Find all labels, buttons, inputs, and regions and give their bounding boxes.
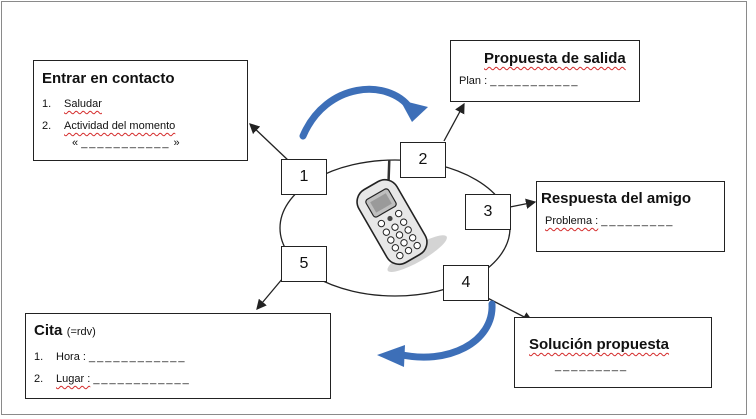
curved-arrow-bottom-head	[377, 345, 405, 367]
salida-title: Propuesta de salida	[484, 50, 626, 67]
contacto-item-1-number: 1.	[42, 98, 52, 110]
contacto-item-2-number: 2.	[42, 120, 52, 132]
respuesta-title: Respuesta del amigo	[541, 190, 691, 207]
cita-item-2-label: Lugar :	[56, 373, 91, 385]
contacto-item-1: 1. Saludar	[42, 98, 102, 110]
cita-item-2: 2. Lugar : ____________	[34, 373, 191, 385]
salida-plan-label: Plan :	[459, 75, 488, 87]
step-2-label: 2	[418, 151, 428, 168]
contacto-quote-close: »	[173, 137, 180, 149]
cita-item-2-blank: ____________	[93, 373, 191, 385]
cita-item-1-number: 1.	[34, 351, 44, 363]
arrow-2-to-salida	[443, 102, 465, 142]
solucion-title-text: Solución propuesta	[529, 336, 670, 353]
cita-item-1-label: Hora :	[56, 351, 86, 363]
cita-title-text: Cita	[34, 322, 63, 339]
respuesta-box: Respuesta del amigo Problema : _________	[536, 181, 725, 252]
step-1-box: 1	[281, 159, 327, 195]
contacto-item-2: 2. Actividad del momento	[42, 120, 175, 132]
step-3-box: 3	[465, 194, 511, 230]
contacto-box: Entrar en contacto 1. Saludar 2. Actividad…	[33, 60, 248, 161]
salida-title-text: Propuesta de salida	[484, 50, 626, 67]
arrow-5-to-cita	[256, 277, 284, 310]
contacto-quote-open: «	[72, 137, 79, 149]
step-4-box: 4	[443, 265, 489, 301]
respuesta-problema-blank: _________	[601, 215, 675, 227]
salida-plan-blank: ___________	[490, 75, 580, 87]
cita-note: (=rdv)	[66, 326, 96, 338]
contacto-quote-line: « ___________ »	[72, 137, 180, 149]
salida-plan-line: Plan : ___________	[459, 75, 580, 87]
respuesta-problema-label: Problema :	[545, 215, 599, 227]
cita-item-1: 1. Hora : ____________	[34, 351, 186, 363]
step-5-box: 5	[281, 246, 327, 282]
contacto-title-text: Entrar en contacto	[42, 70, 175, 87]
curved-arrow-bottom	[394, 300, 496, 361]
contacto-blank: ___________	[81, 137, 171, 149]
salida-box: Propuesta de salida Plan : ___________	[450, 40, 640, 102]
contacto-item-1-text: Saludar	[64, 98, 102, 110]
solucion-box: Solución propuesta _________	[514, 317, 712, 388]
cita-item-1-blank: ____________	[89, 351, 187, 363]
mobile-phone-icon	[356, 159, 447, 272]
cita-item-2-number: 2.	[34, 373, 44, 385]
step-5-label: 5	[299, 255, 309, 272]
solucion-blank: _________	[555, 360, 629, 372]
respuesta-title-text: Respuesta del amigo	[541, 190, 692, 207]
solucion-blank-line: _________	[555, 360, 628, 372]
solucion-title: Solución propuesta	[529, 336, 669, 353]
contacto-item-2-text: Actividad del momento	[64, 120, 176, 132]
arrow-3-to-respuesta	[509, 198, 537, 209]
step-1-label: 1	[299, 168, 309, 185]
cita-title: Cita (=rdv)	[34, 322, 96, 340]
step-2-box: 2	[400, 142, 446, 178]
arrow-1-to-contacto	[249, 123, 291, 163]
respuesta-problema-line: Problema : _________	[545, 215, 674, 227]
step-4-label: 4	[461, 274, 471, 291]
curved-arrow-top	[299, 85, 414, 140]
contacto-title: Entrar en contacto	[42, 70, 175, 87]
cita-box: Cita (=rdv) 1. Hora : ____________ 2. Luga…	[25, 313, 331, 399]
step-3-label: 3	[483, 203, 493, 220]
curved-arrow-top-head	[400, 100, 428, 122]
